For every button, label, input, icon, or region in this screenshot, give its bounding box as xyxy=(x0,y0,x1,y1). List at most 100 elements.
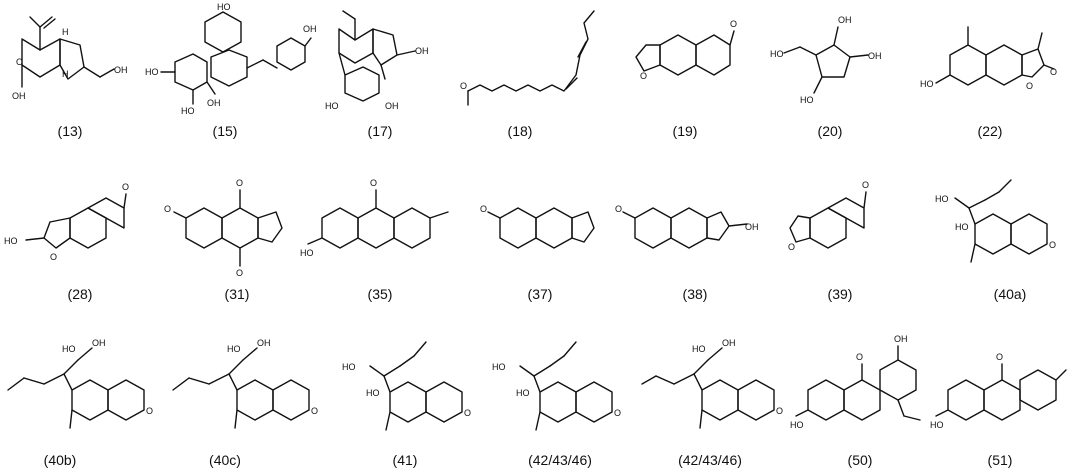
atom-label: HO xyxy=(492,362,506,372)
structure-38: O OH xyxy=(615,204,759,249)
atom-label: HO xyxy=(62,344,76,354)
structure-13: O OH OH H H xyxy=(12,16,128,101)
structure-39: O O xyxy=(788,180,869,252)
compound-label: (40c) xyxy=(209,452,241,468)
atom-label: OH xyxy=(12,91,26,101)
atom-label: HO xyxy=(366,388,380,398)
compound-label: (20) xyxy=(817,123,843,139)
compound-38: O OH (38) xyxy=(615,168,765,308)
atom-label: OH xyxy=(303,24,317,34)
structure-15: HO OH HO HO OH xyxy=(145,2,317,116)
atom-label: O xyxy=(788,242,795,252)
compound-label: (39) xyxy=(827,286,853,302)
structure-20: OH OH HO HO xyxy=(770,15,882,105)
compound-50: O OH HO (50) xyxy=(790,330,930,473)
atom-label: O xyxy=(730,19,737,29)
atom-label: OH xyxy=(415,46,429,56)
atom-label: OH xyxy=(894,334,908,344)
compound-35: O HO (35) xyxy=(300,168,460,308)
atom-label: HO xyxy=(955,222,969,232)
atom-label: HO xyxy=(217,2,231,12)
atom-label: O xyxy=(1026,81,1033,91)
compound-39: O O (39) xyxy=(780,168,900,308)
compound-31: O O O (31) xyxy=(160,168,310,308)
atom-label: O xyxy=(16,57,23,67)
atom-label: HO xyxy=(300,248,314,258)
atom-label: HO xyxy=(930,420,944,430)
compound-17: OH OH HO (17) xyxy=(325,5,445,145)
structure-50: O OH HO xyxy=(790,334,921,430)
compound-label: (18) xyxy=(507,123,533,139)
structure-40a: HO HO O xyxy=(935,179,1056,263)
compound-label: (19) xyxy=(672,123,698,139)
atom-label: HO xyxy=(325,101,339,111)
compound-label: (22) xyxy=(977,123,1003,139)
structure-31: O O O xyxy=(164,178,283,278)
atom-label: O xyxy=(164,204,171,214)
structure-40b: HO OH O xyxy=(7,338,153,429)
compound-label: (50) xyxy=(847,452,873,468)
atom-label: O xyxy=(236,178,243,188)
compound-label: (41) xyxy=(392,452,418,468)
atom-label: HO xyxy=(4,236,18,246)
atom-label: OH xyxy=(838,15,852,25)
structure-42-43-46-a: HO HO O xyxy=(492,341,621,431)
compound-label: (13) xyxy=(57,123,83,139)
atom-label: HO xyxy=(692,344,706,354)
structure-18: O xyxy=(460,10,595,106)
compound-label: (42/43/46) xyxy=(678,452,742,468)
atom-label: OH xyxy=(745,222,759,232)
compound-label: (15) xyxy=(212,123,238,139)
atom-label: O xyxy=(615,204,622,214)
atom-label: HO xyxy=(516,388,530,398)
atom-label: H xyxy=(62,69,69,79)
structure-17: OH OH HO xyxy=(325,10,429,111)
compound-40b: HO OH O (40b) xyxy=(0,330,160,473)
atom-label: OH xyxy=(257,338,271,348)
compound-label: (31) xyxy=(224,286,250,302)
atom-label: O xyxy=(640,71,647,81)
compound-41: HO HO O (41) xyxy=(330,330,480,473)
compound-label: (51) xyxy=(987,452,1013,468)
atom-label: HO xyxy=(227,344,241,354)
atom-label: HO xyxy=(920,79,934,89)
compound-51: O HO (51) xyxy=(930,330,1070,473)
compound-15: HO OH HO HO OH (15) xyxy=(145,2,317,145)
compound-22: HO O O (22) xyxy=(920,5,1060,145)
atom-label: O xyxy=(996,352,1003,362)
compound-label: (28) xyxy=(67,286,93,302)
compound-label: (38) xyxy=(682,286,708,302)
atom-label: O xyxy=(460,81,467,91)
compound-37: O (37) xyxy=(480,168,600,308)
atom-label: OH xyxy=(92,338,106,348)
atom-label: HO xyxy=(790,420,804,430)
atom-label: O xyxy=(236,268,243,278)
compound-40c: HO OH O (40c) xyxy=(165,330,325,473)
atom-label: OH xyxy=(114,65,128,75)
structure-35: O HO xyxy=(300,178,449,258)
atom-label: O xyxy=(856,352,863,362)
structure-41: HO HO O xyxy=(342,341,471,431)
compound-label: (42/43/46) xyxy=(528,452,592,468)
atom-label: O xyxy=(311,406,318,416)
structure-51: O HO xyxy=(930,352,1067,430)
compound-13: O OH OH H H (13) xyxy=(10,5,130,145)
compound-20: OH OH HO HO (20) xyxy=(770,5,890,145)
atom-label: OH xyxy=(868,51,882,61)
structure-42-43-46-b: HO OH O xyxy=(641,338,783,429)
atom-label: O xyxy=(464,408,471,418)
atom-label: H xyxy=(62,27,69,37)
atom-label: HO xyxy=(935,194,949,204)
compound-label: (40a) xyxy=(993,286,1027,302)
atom-label: O xyxy=(480,204,487,214)
compound-19: O O (19) xyxy=(630,5,740,145)
atom-label: OH xyxy=(722,338,736,348)
compound-28: O HO O (28) xyxy=(0,168,150,308)
atom-label: O xyxy=(862,180,869,190)
structure-22: HO O O xyxy=(920,26,1057,91)
atom-label: O xyxy=(122,182,129,192)
atom-label: OH xyxy=(207,98,221,108)
structure-37: O xyxy=(480,204,595,249)
structure-28: O HO O xyxy=(4,182,129,262)
compound-label: (35) xyxy=(367,286,393,302)
